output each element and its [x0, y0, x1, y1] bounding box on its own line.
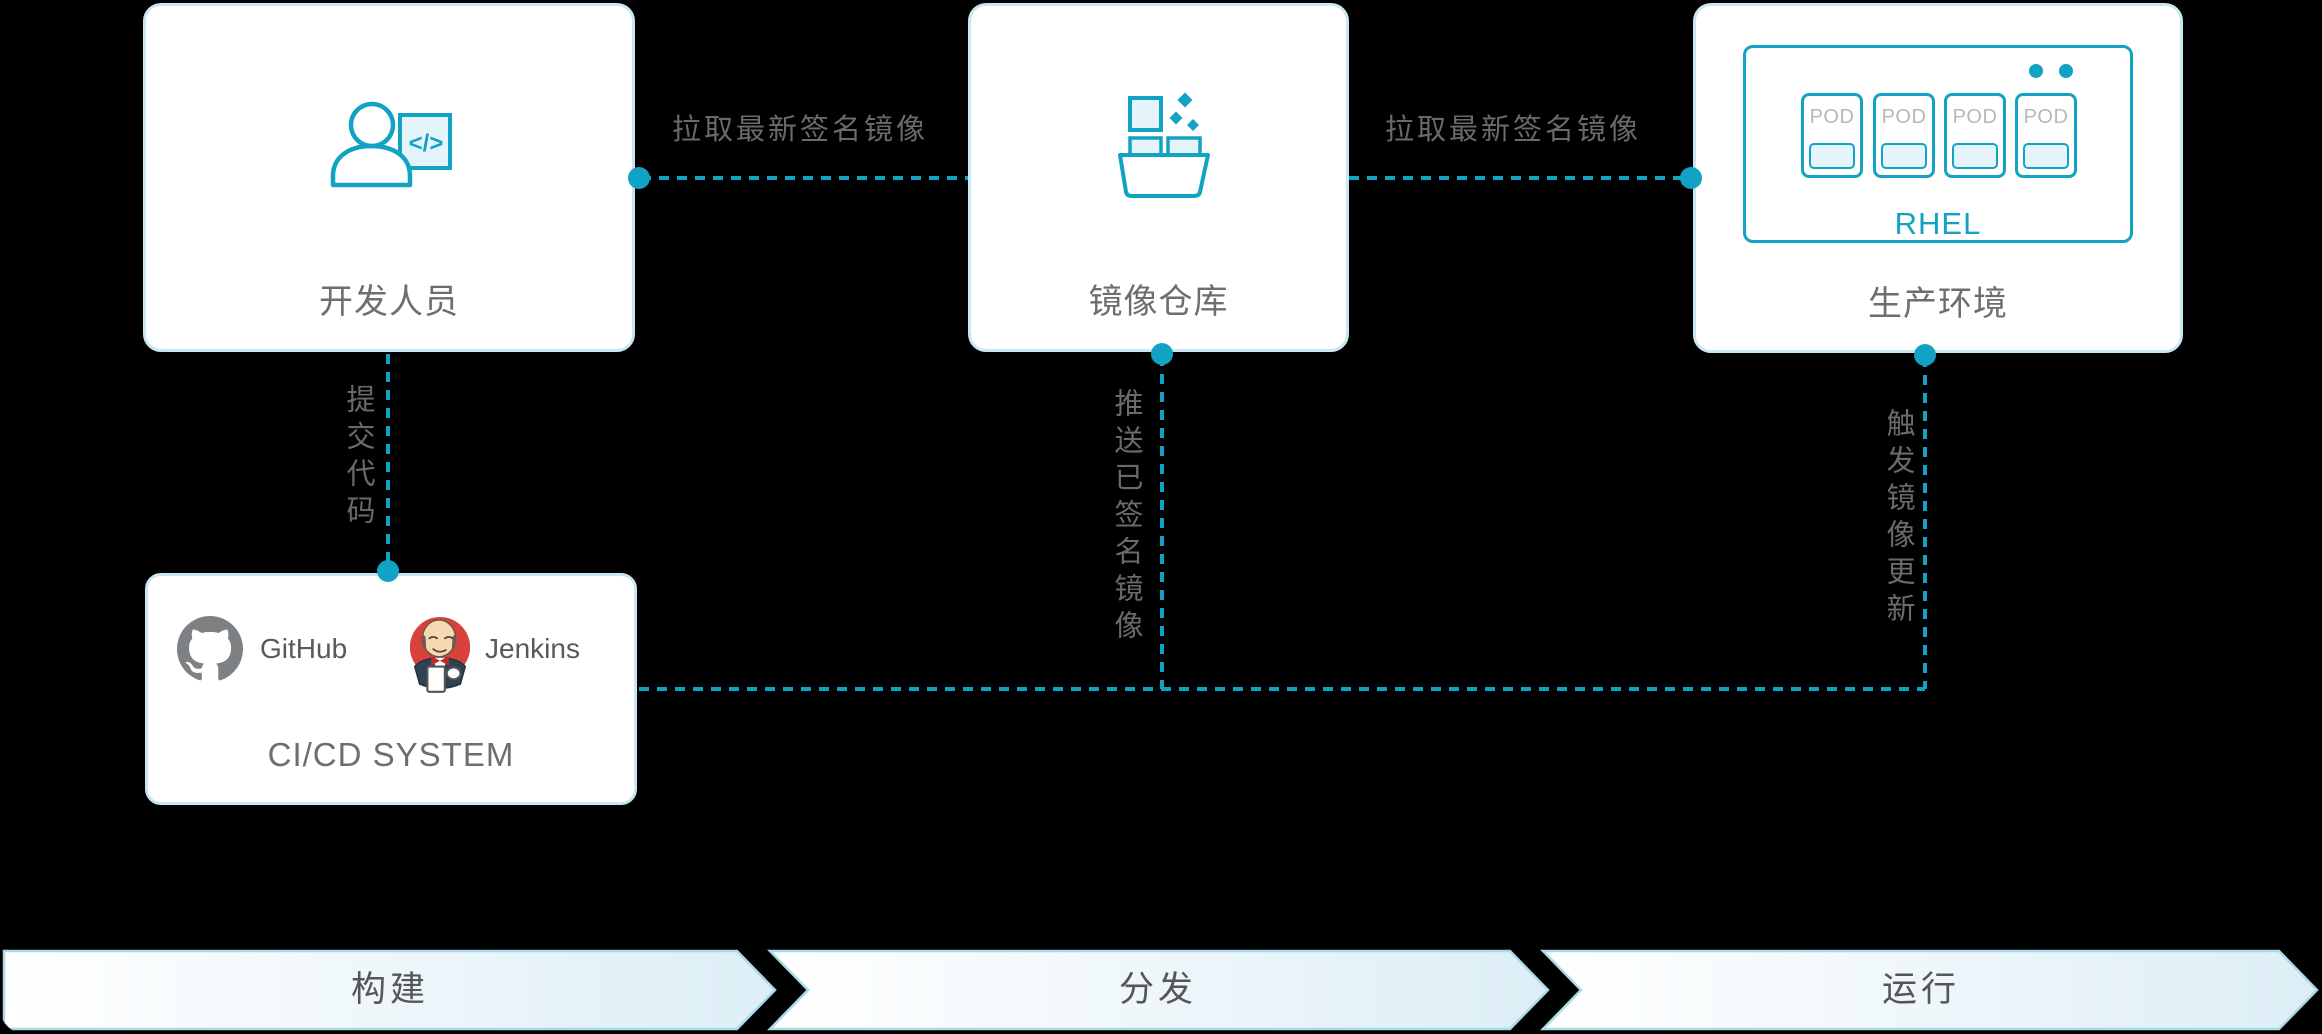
rhel-label: RHEL	[1894, 206, 1982, 241]
stage-label-build: 构建	[350, 970, 429, 1009]
pod-label: POD	[1809, 106, 1855, 128]
pod-status-bar	[1952, 143, 1998, 169]
pod-card: POD	[1873, 93, 1935, 178]
edge-label-pull-dev: 拉取最新签名镜像	[671, 114, 928, 146]
github-icon	[177, 616, 243, 681]
jenkins-label: Jenkins	[485, 633, 580, 664]
stage-label-run: 运行	[1881, 970, 1960, 1009]
jenkins-icon	[409, 617, 471, 693]
pod-status-bar	[2023, 143, 2069, 169]
pod-status-bar	[1809, 143, 1855, 169]
pod-card: POD	[1801, 93, 1863, 178]
stage-label-distribute: 分发	[1118, 970, 1197, 1009]
edge-label-trigger: 触发镜像更新	[1882, 408, 1914, 630]
node-registry: 镜像仓库	[968, 3, 1349, 352]
container-ship-icon	[1118, 92, 1210, 198]
node-developer: </> 开发人员	[143, 3, 635, 352]
pod-label: POD	[1952, 106, 1998, 128]
cicd-label: CI/CD SYSTEM	[267, 736, 515, 773]
registry-label: 镜像仓库	[1088, 283, 1229, 321]
developer-code-icon: </>	[330, 101, 452, 188]
pod-card: POD	[2015, 93, 2077, 178]
github-label: GitHub	[260, 633, 348, 664]
status-dot	[2059, 64, 2073, 78]
rhel-panel: POD POD POD POD RHEL	[1743, 45, 2133, 243]
production-label: 生产环境	[1868, 285, 2008, 323]
edge-label-push: 推送已签名镜像	[1110, 388, 1142, 647]
node-production: POD POD POD POD RHEL 生产环境	[1693, 3, 2183, 353]
status-dot	[2029, 64, 2043, 78]
pod-card: POD	[1944, 93, 2006, 178]
edge-label-pull-prod: 拉取最新签名镜像	[1384, 114, 1641, 146]
pod-label: POD	[2023, 106, 2069, 128]
node-cicd: GitHub Jenkins CI/CD SYSTEM	[145, 573, 637, 805]
code-glyph: </>	[409, 130, 444, 157]
pod-status-bar	[1881, 143, 1927, 169]
developer-label: 开发人员	[319, 283, 459, 321]
pod-label: POD	[1881, 106, 1927, 128]
edge-label-commit: 提交代码	[342, 384, 374, 532]
